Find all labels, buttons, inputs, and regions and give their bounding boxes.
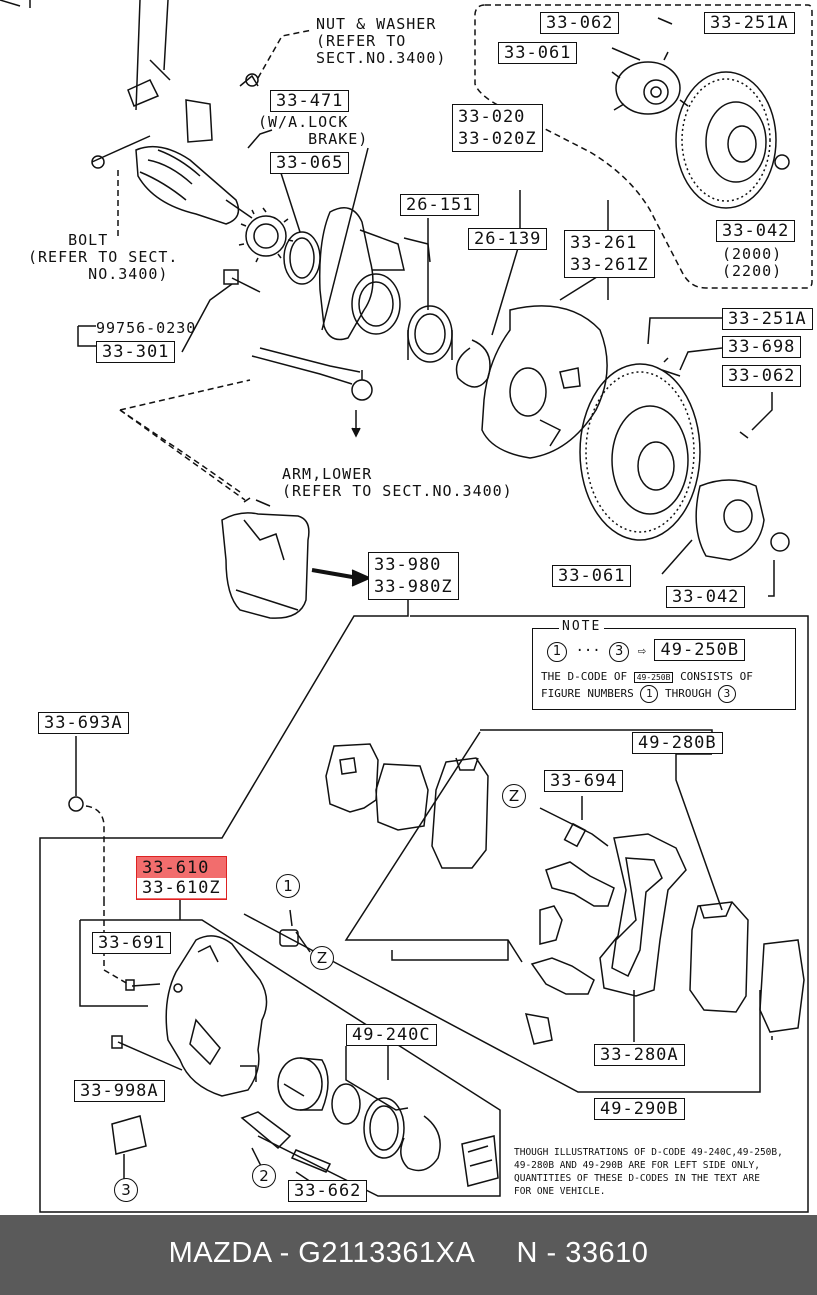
label-33-610-text: 33-610: [142, 858, 210, 878]
figure-number-3: 3: [114, 1178, 138, 1202]
note-line-1-a: THE D-CODE OF: [541, 670, 628, 683]
label-33-662[interactable]: 33-662: [288, 1180, 368, 1202]
label-33-301[interactable]: 33-301: [96, 341, 176, 363]
label-33-980-text: 33-980: [374, 555, 442, 575]
part-number-99756: 99756-0230: [96, 319, 197, 337]
label-33-061[interactable]: 33-061: [552, 565, 632, 587]
arm-lower-note: ARM,LOWER (REFER TO SECT.NO.3400): [282, 465, 513, 500]
label-33-691[interactable]: 33-691: [92, 932, 172, 954]
label-33-698[interactable]: 33-698: [722, 336, 802, 358]
note-line-2: FIGURE NUMBERS 1 THROUGH 3: [541, 685, 736, 703]
note-title: NOTE: [559, 619, 605, 635]
footer-bar: MAZDA - G2113361XA N - 33610: [0, 1215, 817, 1295]
parts-diagram: NUT & WASHER (REFER TO SECT.NO.3400) (W/…: [0, 0, 817, 1215]
bolt-note: BOLT (REFER TO SECT. NO.3400): [28, 231, 179, 283]
label-33-042-top[interactable]: 33-042: [716, 220, 796, 242]
label-33-471[interactable]: 33-471: [270, 90, 350, 112]
footer-part-number: MAZDA - G2113361XA N - 33610: [168, 1237, 649, 1269]
label-33-280a[interactable]: 33-280A: [594, 1044, 685, 1066]
label-33-061-top[interactable]: 33-061: [498, 42, 578, 64]
diagram-artwork: [0, 0, 817, 1215]
note-line-1: THE D-CODE OF 49-250B CONSISTS OF: [541, 669, 753, 686]
note-circle-1: 1: [640, 685, 659, 703]
note-range: 1 ··· 3 ⇨ 49-250B: [547, 639, 746, 662]
figure-number-2: 2: [252, 1164, 276, 1188]
label-33-251a-top[interactable]: 33-251A: [704, 12, 795, 34]
label-33-020[interactable]: 33-020 33-020Z: [452, 104, 543, 152]
label-33-261z-text: 33-261Z: [570, 255, 649, 275]
label-33-261-text: 33-261: [570, 233, 638, 253]
label-33-998a[interactable]: 33-998A: [74, 1080, 165, 1102]
note-line-1-code: 49-250B: [633, 672, 674, 683]
label-33-020z-text: 33-020Z: [458, 129, 537, 149]
figure-number-1: 1: [276, 874, 300, 898]
label-33-610z-text: 33-610Z: [137, 878, 226, 898]
label-33-251a[interactable]: 33-251A: [722, 308, 813, 330]
note-dcode[interactable]: 49-250B: [654, 639, 746, 661]
note-line-2-b: THROUGH: [664, 687, 712, 700]
note-range-dots: ···: [575, 643, 601, 659]
label-49-290b[interactable]: 49-290B: [594, 1098, 685, 1120]
label-33-980[interactable]: 33-980 33-980Z: [368, 552, 459, 600]
label-49-240c[interactable]: 49-240C: [346, 1024, 437, 1046]
footnote: THOUGH ILLUSTRATIONS OF D-CODE 49-240C,4…: [514, 1147, 783, 1197]
label-33-261[interactable]: 33-261 33-261Z: [564, 230, 655, 278]
label-33-694[interactable]: 33-694: [544, 770, 624, 792]
note-line-2-a: FIGURE NUMBERS: [541, 687, 634, 700]
nut-washer-note: NUT & WASHER (REFER TO SECT.NO.3400): [316, 15, 447, 67]
label-33-610-highlighted[interactable]: 33-610 33-610Z: [136, 856, 227, 900]
z-mark-lower: Z: [310, 946, 334, 970]
label-33-065[interactable]: 33-065: [270, 152, 350, 174]
engine-note: (2000) (2200): [722, 245, 783, 280]
note-circle-3: 3: [717, 685, 736, 703]
label-33-020-text: 33-020: [458, 107, 526, 127]
lock-brake-note: (W/A.LOCK BRAKE): [258, 113, 369, 148]
label-49-280b[interactable]: 49-280B: [632, 732, 723, 754]
label-26-151[interactable]: 26-151: [400, 194, 480, 216]
note-line-1-b: CONSISTS OF: [680, 670, 753, 683]
z-mark-upper: Z: [502, 784, 526, 808]
label-33-042[interactable]: 33-042: [666, 586, 746, 608]
label-26-139[interactable]: 26-139: [468, 228, 548, 250]
note-arrow-icon: ⇨: [637, 643, 647, 659]
note-range-to: 3: [609, 642, 630, 662]
note-range-from: 1: [547, 642, 567, 662]
label-33-062-top[interactable]: 33-062: [540, 12, 620, 34]
note-box: NOTE 1 ··· 3 ⇨ 49-250B THE D-CODE OF 49-…: [532, 619, 796, 710]
label-33-980z-text: 33-980Z: [374, 577, 453, 597]
label-33-693a[interactable]: 33-693A: [38, 712, 129, 734]
label-33-062[interactable]: 33-062: [722, 365, 802, 387]
